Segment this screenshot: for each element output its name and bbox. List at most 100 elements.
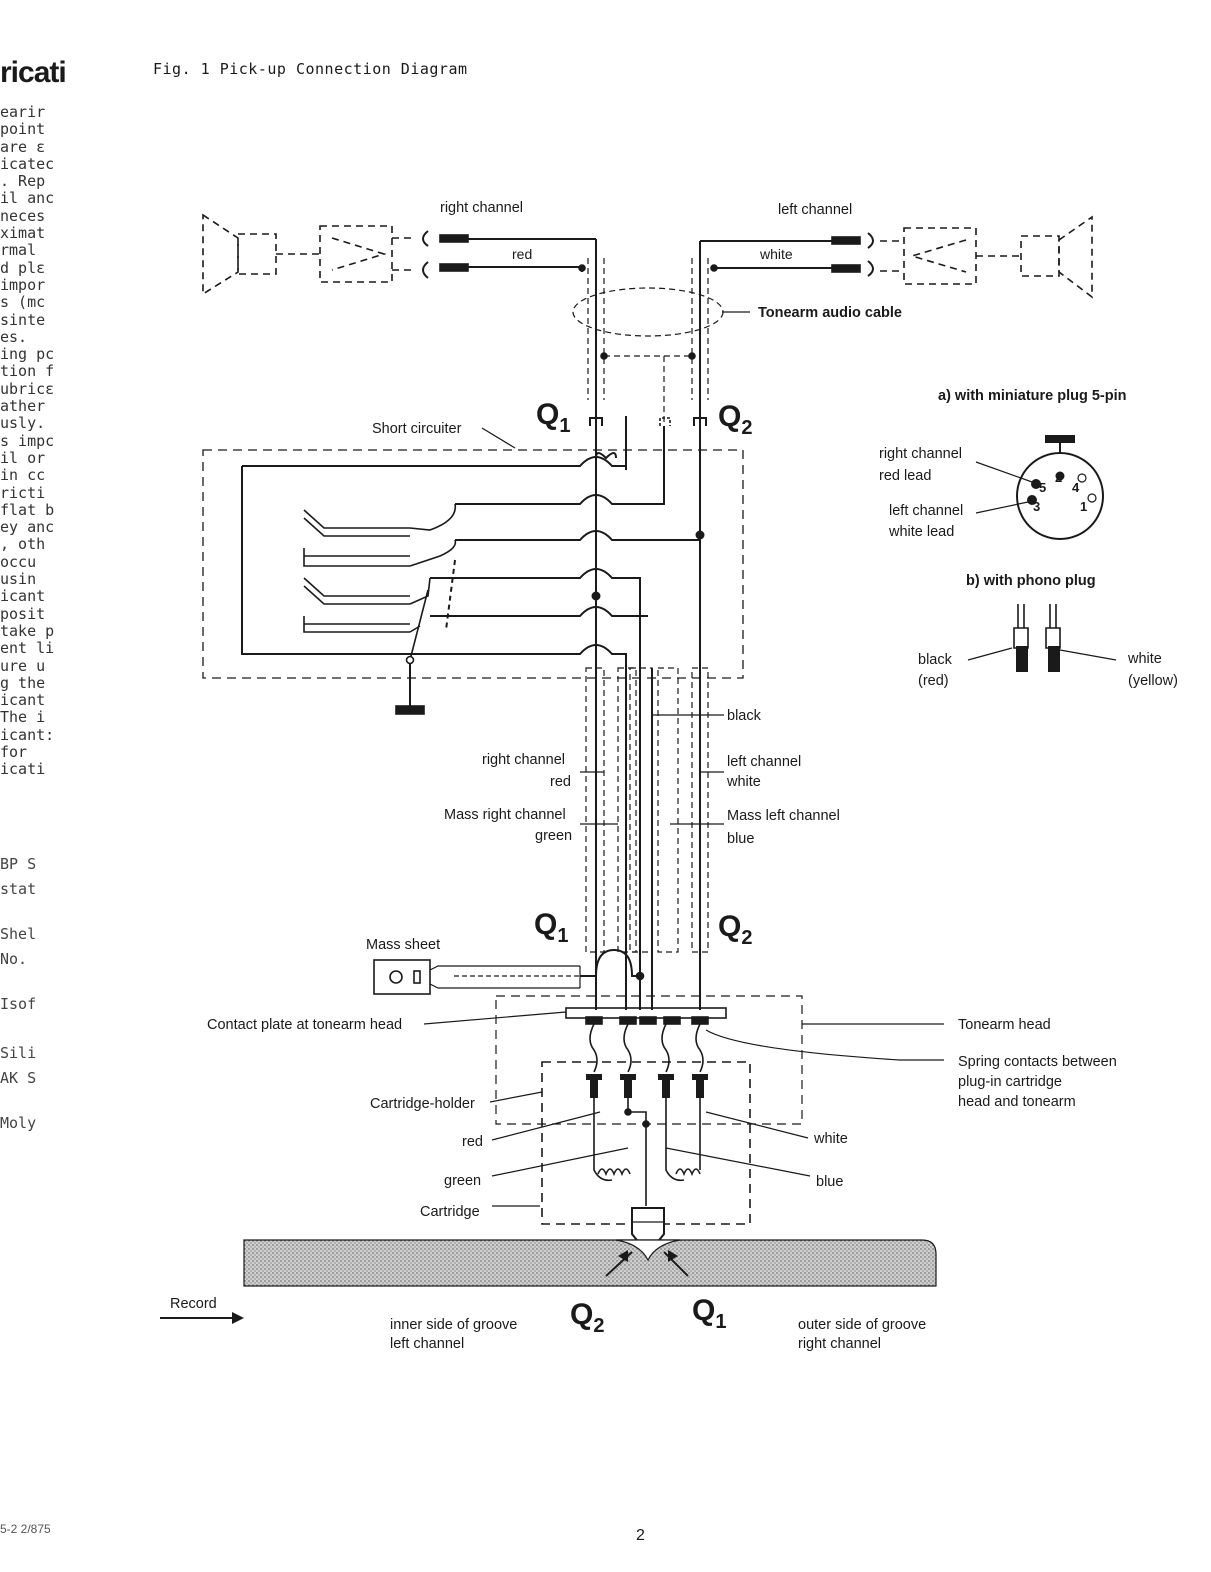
pin-number: 3 — [1033, 499, 1040, 514]
label-short-circuiter: Short circuiter — [372, 421, 462, 437]
left-page-line: ather — [0, 397, 46, 416]
inset-b-yellow: (yellow) — [1128, 673, 1178, 689]
inset-b-white: white — [1127, 651, 1162, 667]
label-white-low: white — [813, 1131, 848, 1147]
label-white-top: white — [759, 246, 793, 262]
side-entry: Isof — [0, 995, 37, 1013]
left-page-line: usly. — [0, 414, 46, 433]
side-entry: Shel — [0, 925, 37, 943]
label-red-top: red — [512, 246, 532, 262]
label-mass-left-channel: Mass left channel — [727, 808, 840, 824]
label-contact-plate: Contact plate at tonearm head — [207, 1017, 402, 1033]
inset-b-title: b) with phono plug — [966, 573, 1096, 589]
right-speaker-icon — [1020, 215, 1093, 299]
label-white-mid: white — [726, 774, 761, 790]
q1-marker-mid: Q1 — [534, 908, 568, 947]
left-page-line: posit — [0, 604, 46, 623]
left-page-line: g the — [0, 673, 46, 692]
left-page-line: ing pc — [0, 345, 55, 364]
left-page-line: icatec — [0, 154, 55, 173]
left-page-line: take p — [0, 621, 55, 640]
left-page-line: The i — [0, 708, 46, 727]
left-page-line: , oth — [0, 535, 46, 554]
pin-number: 1 — [1080, 499, 1087, 514]
right-amplifier-icon — [880, 227, 977, 285]
pin-number: 2 — [1055, 470, 1062, 485]
left-page-line: ent li — [0, 639, 55, 658]
inset-a-right-channel: right channel — [879, 446, 962, 462]
side-entry: Sili — [0, 1044, 37, 1062]
label-spring-contacts-2: plug-in cartridge — [958, 1074, 1062, 1090]
left-page-line: earir — [0, 104, 46, 121]
left-page-line: are ε — [0, 137, 46, 156]
label-cartridge: Cartridge — [420, 1204, 480, 1220]
label-right-channel-mid: right channel — [482, 752, 565, 768]
label-outer-groove-2: right channel — [798, 1336, 881, 1352]
label-spring-contacts-3: head and tonearm — [958, 1094, 1076, 1110]
q2-marker-mid: Q2 — [718, 910, 752, 949]
label-spring-contacts-1: Spring contacts between — [958, 1054, 1117, 1070]
left-page-line: ubricε — [0, 379, 55, 398]
left-page-line: s impc — [0, 431, 55, 450]
label-tonearm-audio-cable: Tonearm audio cable — [758, 305, 902, 321]
inset-b-black: black — [918, 652, 953, 668]
left-page-line: in cc — [0, 466, 46, 485]
label-right-channel-top: right channel — [440, 200, 523, 216]
label-mass-sheet: Mass sheet — [366, 937, 440, 953]
label-red-low: red — [462, 1134, 483, 1150]
label-green-mid: green — [535, 828, 572, 844]
left-page-line: ey anc — [0, 518, 55, 537]
label-red-mid: red — [550, 774, 571, 790]
left-amplifier-icon — [319, 225, 416, 283]
pin-number: 5 — [1039, 480, 1046, 495]
label-record: Record — [170, 1296, 217, 1312]
cable-shield — [572, 258, 724, 426]
left-page-line: icant: — [0, 725, 55, 744]
label-inner-groove-1: inner side of groove — [390, 1317, 517, 1333]
left-page-line: neces — [0, 206, 46, 225]
q1-marker-top: Q1 — [536, 398, 570, 437]
five-pin-plug-icon — [975, 435, 1104, 540]
left-page-line: es. — [0, 327, 28, 346]
inset-a-white-lead: white lead — [888, 524, 954, 540]
left-page-line: il anc — [0, 189, 55, 208]
left-page-line: usin — [0, 570, 37, 589]
left-page-line: il or — [0, 448, 46, 467]
label-green-low: green — [444, 1173, 481, 1189]
q1-marker-bottom: Q1 — [692, 1294, 726, 1333]
left-page-line: point — [0, 120, 46, 139]
page-number: 2 — [636, 1527, 645, 1544]
left-page-lubricant-list: BP S stat Shel No. Isof Sili AK S Moly — [0, 855, 64, 1139]
left-page-line: occu — [0, 552, 37, 571]
side-entry: BP S — [0, 855, 37, 873]
left-page-line: ximat — [0, 224, 46, 243]
figure-title: Fig. 1 Pick-up Connection Diagram — [153, 60, 468, 78]
left-page-line: impor — [0, 275, 46, 294]
side-entry: AK S — [0, 1069, 37, 1087]
label-blue-mid: blue — [727, 831, 754, 847]
label-blue-low: blue — [816, 1174, 843, 1190]
side-entry: stat — [0, 880, 37, 898]
pin-number: 4 — [1072, 480, 1080, 495]
document-code: 5-2 2/875 — [0, 1522, 51, 1536]
label-mass-right-channel: Mass right channel — [444, 807, 566, 823]
inset-a-left-channel: left channel — [889, 503, 963, 519]
left-page-line: tion f — [0, 362, 55, 381]
label-inner-groove-2: left channel — [390, 1336, 464, 1352]
label-outer-groove-1: outer side of groove — [798, 1317, 926, 1333]
side-entry: Moly — [0, 1114, 37, 1132]
left-page-line: icant — [0, 691, 46, 710]
left-page-line: rmal — [0, 241, 37, 260]
left-page-line: . Rep — [0, 172, 46, 191]
left-page-line: sinte — [0, 310, 46, 329]
left-page-line: for — [0, 742, 28, 761]
left-page-line: icant — [0, 587, 46, 606]
left-page-line: d plε — [0, 258, 46, 277]
inset-a-red-lead: red lead — [879, 468, 931, 484]
left-page-line: ricti — [0, 483, 46, 502]
q2-marker-top: Q2 — [718, 400, 752, 439]
left-page-line: ure u — [0, 656, 46, 675]
label-left-channel-top: left channel — [778, 202, 852, 218]
